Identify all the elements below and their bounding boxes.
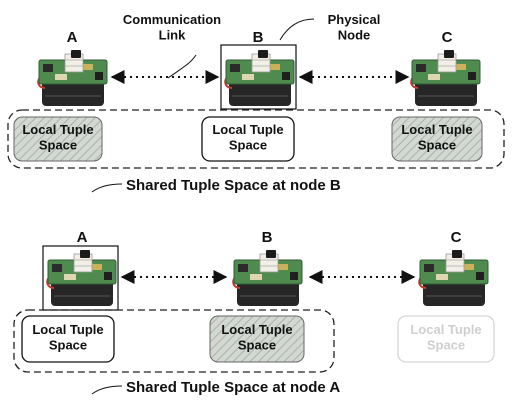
sensor-node-icon [418, 250, 489, 306]
caption-pointer [91, 385, 123, 395]
shared-tuple-space-outline [13, 309, 335, 373]
sensor-node-icon [37, 50, 108, 106]
node-label-b: B [262, 229, 273, 246]
node-label-c: C [442, 29, 453, 46]
node-label-b: B [253, 29, 264, 46]
node-label-a: A [77, 229, 88, 246]
physical-node-highlight [220, 44, 297, 110]
node-label-c: C [451, 229, 462, 246]
shared-space-caption: Shared Tuple Space at node A [126, 379, 340, 396]
physical-node-highlight [42, 245, 119, 311]
annotation-node-pointer [279, 18, 315, 41]
annotation-link-pointer [167, 54, 197, 79]
sensor-node-icon [232, 250, 303, 306]
sensor-node-icon [410, 50, 481, 106]
node-label-a: A [67, 29, 78, 46]
shared-tuple-space-outline [7, 109, 505, 169]
caption-pointer [91, 183, 123, 193]
sensor-node-icon [224, 50, 295, 106]
shared-space-caption: Shared Tuple Space at node B [126, 177, 341, 194]
sensor-node-icon [46, 250, 117, 306]
